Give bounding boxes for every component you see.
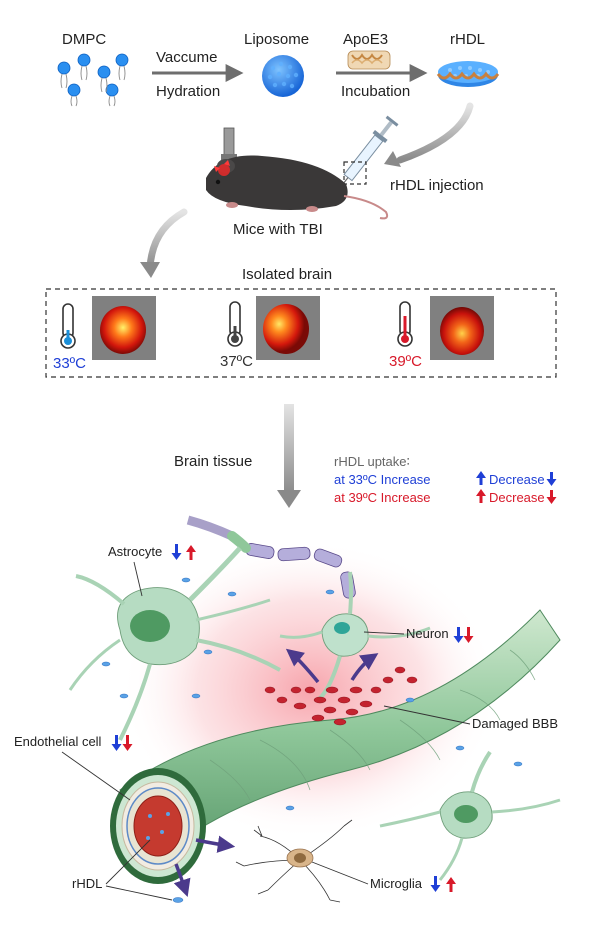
brain-image-33 bbox=[92, 296, 156, 360]
isolated-brain-title: Isolated brain bbox=[242, 266, 332, 283]
syringe-icon bbox=[336, 115, 399, 193]
leader-line bbox=[133, 561, 143, 597]
down-arrow-red-icon bbox=[546, 490, 557, 504]
step1-top-label: Vaccume bbox=[156, 49, 217, 66]
down-arrow-blue-icon bbox=[111, 735, 122, 751]
rhdl-injection-label: rHDL injection bbox=[390, 177, 484, 194]
brain-image-37 bbox=[256, 296, 320, 360]
temp-39-label: 39ºC bbox=[389, 353, 422, 370]
up-arrow-red-icon bbox=[186, 545, 196, 560]
down-arrow-blue-icon bbox=[171, 544, 182, 560]
mice-tbi-label: Mice with TBI bbox=[233, 221, 323, 238]
leader-line bbox=[311, 861, 369, 885]
brain-tissue-label: Brain tissue bbox=[174, 453, 252, 470]
endothelial-cell-label: Endothelial cell bbox=[14, 734, 102, 749]
liposome-icon bbox=[262, 55, 304, 97]
uptake-39-prefix: at 39ºC Increase bbox=[334, 490, 431, 505]
leader-line bbox=[61, 751, 131, 801]
apoe3-protein-icon bbox=[347, 50, 391, 70]
dmpc-label: DMPC bbox=[62, 31, 106, 48]
rhdl-nanodisc-icon bbox=[436, 61, 500, 87]
neuron-label: Neuron bbox=[406, 626, 449, 641]
leader-line bbox=[363, 631, 405, 635]
brain-image-39 bbox=[430, 296, 494, 360]
leader-line bbox=[383, 705, 471, 725]
thermometer-hot-icon bbox=[397, 301, 413, 347]
liposome-label: Liposome bbox=[244, 31, 309, 48]
arrowhead-icon bbox=[384, 151, 401, 167]
up-arrow-blue-icon bbox=[476, 471, 486, 485]
curved-arrow-icon bbox=[396, 102, 474, 164]
uptake-33-prefix: at 33ºC Increase bbox=[334, 472, 431, 487]
uptake-39-decrease: Decrease bbox=[489, 490, 545, 505]
thermometer-cold-icon bbox=[60, 303, 76, 349]
step1-bottom-label: Hydration bbox=[156, 83, 220, 100]
leader-line bbox=[105, 839, 151, 885]
microglia-label: Microglia bbox=[370, 876, 423, 891]
apoe3-label: ApoE3 bbox=[343, 31, 388, 48]
rhdl-cell-label: rHDL bbox=[72, 876, 102, 891]
tissue-illustration bbox=[68, 515, 561, 903]
down-arrow-blue-icon bbox=[546, 472, 557, 486]
temp-37-label: 37ºC bbox=[220, 353, 253, 370]
isolated-brain-panel bbox=[45, 288, 557, 378]
mouse-icon bbox=[206, 127, 389, 220]
damaged-bbb-label: Damaged BBB bbox=[472, 716, 558, 731]
down-arrow-red-icon bbox=[122, 735, 133, 751]
down-arrow-blue-icon bbox=[430, 876, 441, 892]
down-arrow-blue-icon bbox=[453, 627, 464, 643]
step2-bottom-label: Incubation bbox=[341, 83, 410, 100]
leader-line bbox=[105, 885, 173, 901]
dmpc-molecules-icon bbox=[57, 53, 129, 107]
uptake-33-decrease: Decrease bbox=[489, 472, 545, 487]
thermometer-neutral-icon bbox=[227, 301, 243, 347]
down-arrow-red-icon bbox=[463, 627, 474, 643]
curved-arrow-icon bbox=[146, 208, 188, 272]
rhdl-uptake-title: rHDL uptake∶ bbox=[334, 454, 410, 469]
temp-33-label: 33ºC bbox=[53, 355, 86, 372]
up-arrow-red-icon bbox=[476, 489, 486, 503]
up-arrow-red-icon bbox=[446, 877, 456, 892]
down-arrow-shaft bbox=[284, 404, 294, 494]
injection-site-box bbox=[343, 161, 367, 185]
rhdl-label: rHDL bbox=[450, 31, 485, 48]
astrocyte-label: Astrocyte bbox=[108, 544, 162, 559]
arrowhead-icon bbox=[140, 262, 160, 278]
down-arrowhead-icon bbox=[277, 490, 301, 508]
